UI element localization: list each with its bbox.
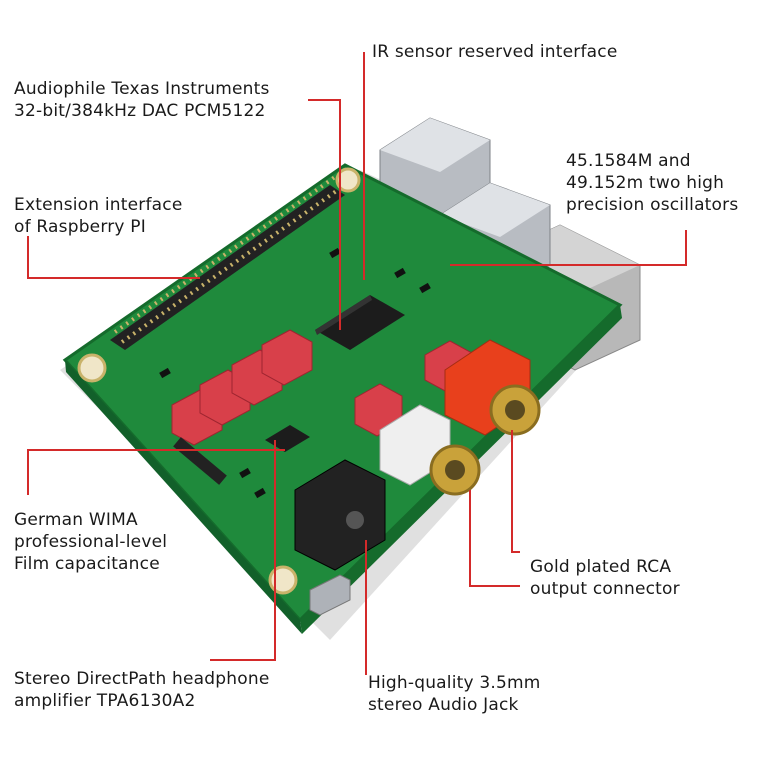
callout-oscillators: 45.1584M and 49.152m two high precision …	[566, 150, 738, 216]
amp-chip	[265, 425, 310, 452]
callout-wima-line2: professional-level	[14, 532, 168, 552]
micro-usb-port	[309, 574, 351, 616]
callout-extension-line2: of Raspberry PI	[14, 217, 146, 237]
callout-oscillators-line2: 49.152m two high	[566, 173, 725, 193]
mounting-hole	[77, 353, 107, 383]
callout-jack-line1: High-quality 3.5mm	[368, 673, 541, 693]
callout-jack-line2: stereo Audio Jack	[368, 695, 519, 715]
mounting-hole	[268, 565, 298, 595]
callout-oscillators-line3: precision oscillators	[566, 195, 739, 215]
callout-oscillators-line1: 45.1584M and	[566, 151, 691, 171]
audio-jack	[294, 459, 386, 571]
callout-rca: Gold plated RCA output connector	[530, 556, 680, 600]
wima-capacitors	[171, 329, 473, 446]
callout-headphone: Stereo DirectPath headphone amplifier TP…	[14, 668, 270, 712]
rca-connectors	[429, 339, 541, 496]
callout-jack: High-quality 3.5mm stereo Audio Jack	[368, 672, 541, 716]
callout-extension: Extension interface of Raspberry PI	[14, 194, 182, 238]
callout-dac-line2: 32-bit/384kHz DAC PCM5122	[14, 101, 266, 121]
callout-dac: Audiophile Texas Instruments 32-bit/384k…	[14, 78, 270, 122]
callout-wima-line1: German WIMA	[14, 510, 138, 530]
callout-rca-line2: output connector	[530, 579, 680, 599]
callout-ir-line1: IR sensor reserved interface	[372, 42, 618, 62]
callout-extension-line1: Extension interface	[14, 195, 183, 215]
callout-headphone-line2: amplifier TPA6130A2	[14, 691, 196, 711]
callout-rca-line1: Gold plated RCA	[530, 557, 672, 577]
callout-ir: IR sensor reserved interface	[372, 41, 617, 63]
callout-wima: German WIMA professional-level Film capa…	[14, 509, 167, 575]
gpio-header	[110, 175, 345, 350]
callout-headphone-line1: Stereo DirectPath headphone	[14, 669, 270, 689]
callout-dac-line1: Audiophile Texas Instruments	[14, 79, 270, 99]
callout-wima-line3: Film capacitance	[14, 554, 160, 574]
